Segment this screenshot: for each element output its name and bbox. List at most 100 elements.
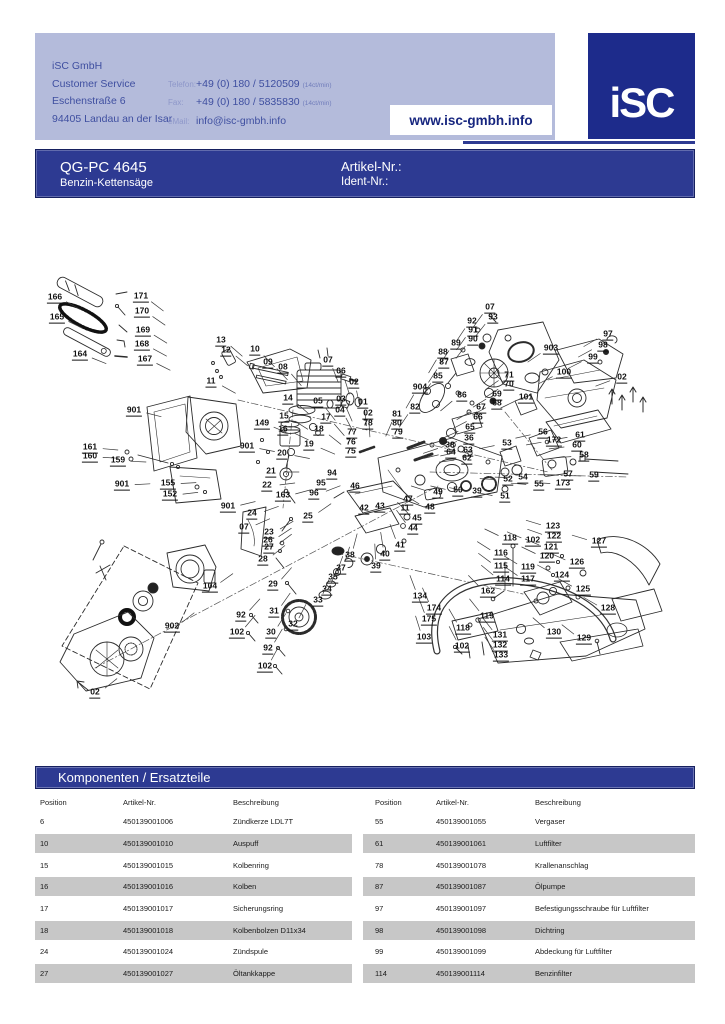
position-cell: 24	[40, 947, 49, 957]
part-label-163: 163	[274, 489, 292, 502]
part-label-48: 48	[424, 501, 436, 514]
part-label-93: 93	[487, 311, 499, 324]
part-label-118: 118	[502, 532, 518, 545]
part-label-100: 100	[555, 366, 573, 379]
part-label-02: 02	[89, 686, 101, 699]
part-label-70: 70	[503, 378, 515, 391]
part-label-114: 114	[495, 573, 511, 586]
part-label-29: 29	[267, 578, 279, 591]
position-cell: 10	[40, 839, 49, 849]
part-label-77: 77	[346, 426, 358, 439]
clutch-sprocket-assembly	[245, 516, 387, 675]
part-label-57: 57	[562, 468, 574, 481]
description-cell: Zündspule	[233, 947, 269, 957]
part-label-68: 68	[491, 397, 503, 410]
part-label-20: 20	[276, 447, 288, 460]
part-label-117: 117	[520, 573, 536, 586]
part-label-152: 152	[161, 488, 179, 501]
part-label-38: 38	[344, 549, 356, 562]
part-label-07: 07	[484, 301, 496, 314]
part-label-65: 65	[464, 421, 476, 434]
part-label-174: 174	[425, 602, 443, 615]
part-label-36: 36	[463, 432, 475, 445]
description-cell: Benzinfilter	[535, 969, 573, 979]
part-label-12: 12	[220, 344, 232, 357]
part-label-122: 122	[545, 530, 563, 543]
description-cell: Vergaser	[535, 817, 566, 827]
center-lines	[94, 399, 629, 669]
position-cell: 114	[375, 969, 387, 979]
part-label-169: 169	[134, 324, 152, 337]
part-label-43: 43	[374, 500, 386, 513]
cylinder-piston-assembly	[279, 347, 362, 504]
description-cell: Kolbenring	[233, 860, 269, 870]
part-label-44: 44	[407, 522, 419, 535]
column-header: Position	[40, 797, 67, 807]
model-name: QG-PC 4645	[60, 159, 147, 176]
part-label-90: 90	[467, 333, 479, 346]
article-number-cell: 450139001018	[123, 925, 174, 935]
part-label-155: 155	[159, 477, 177, 490]
part-label-124: 124	[553, 569, 571, 582]
part-label-95: 95	[315, 477, 327, 490]
part-label-168: 168	[133, 338, 151, 351]
part-label-126: 126	[568, 556, 586, 569]
part-label-81: 81	[391, 408, 403, 421]
position-cell: 16	[40, 882, 49, 892]
contact-value: +49 (0) 180 / 5120509	[196, 77, 300, 90]
part-label-115: 115	[493, 560, 509, 573]
part-label-901: 901	[219, 500, 237, 513]
contact-value[interactable]: info@isc-gmbh.info	[196, 114, 287, 127]
company-line: Customer Service	[52, 77, 136, 90]
part-label-125: 125	[574, 583, 592, 596]
part-label-46: 46	[349, 480, 361, 493]
part-label-02: 02	[362, 407, 374, 420]
description-cell: Luftfilter	[535, 839, 562, 849]
part-label-03: 03	[335, 393, 347, 406]
part-label-24: 24	[246, 507, 258, 520]
starter-assembly	[59, 539, 217, 692]
part-label-22: 22	[261, 479, 273, 492]
part-label-61: 61	[574, 429, 586, 442]
article-number-cell: 450139001015	[123, 860, 174, 870]
part-label-78: 78	[362, 417, 374, 430]
website-link[interactable]: www.isc-gmbh.info	[390, 105, 552, 135]
part-label-01: 01	[357, 396, 369, 409]
part-label-170: 170	[133, 305, 151, 318]
article-number-cell: 450139001097	[436, 904, 487, 914]
part-label-26: 26	[262, 534, 274, 547]
description-cell: Sicherungsring	[233, 904, 284, 914]
fan-housing-assembly	[124, 395, 271, 557]
description-cell: Öltankkappe	[233, 969, 276, 979]
part-label-118: 118	[455, 622, 471, 635]
part-label-71: 71	[503, 369, 515, 382]
part-label-91: 91	[467, 324, 479, 337]
part-label-165: 165	[48, 311, 66, 324]
part-label-35: 35	[327, 571, 339, 584]
column-header: Beschreibung	[535, 797, 581, 807]
part-label-45: 45	[411, 512, 423, 525]
part-label-102: 102	[524, 534, 542, 547]
description-cell: Krallenanschlag	[535, 860, 589, 870]
guide-bar-assembly	[56, 276, 128, 358]
part-label-47: 47	[402, 493, 414, 506]
part-label-172: 172	[545, 434, 563, 447]
description-cell: Abdeckung für Luftfilter	[535, 947, 613, 957]
part-label-85: 85	[432, 370, 444, 383]
part-label-55: 55	[533, 478, 545, 491]
crankcase-assembly	[333, 437, 503, 544]
article-number-cell: 450139001078	[436, 860, 487, 870]
part-label-149: 149	[253, 417, 271, 430]
part-label-10: 10	[249, 343, 261, 356]
part-label-127: 127	[590, 535, 608, 548]
contact-row: Telefon:+49 (0) 180 / 5120509(14ct/min)	[168, 76, 332, 95]
part-label-39: 39	[370, 560, 382, 573]
part-label-52: 52	[502, 473, 514, 486]
part-label-23: 23	[263, 526, 275, 539]
